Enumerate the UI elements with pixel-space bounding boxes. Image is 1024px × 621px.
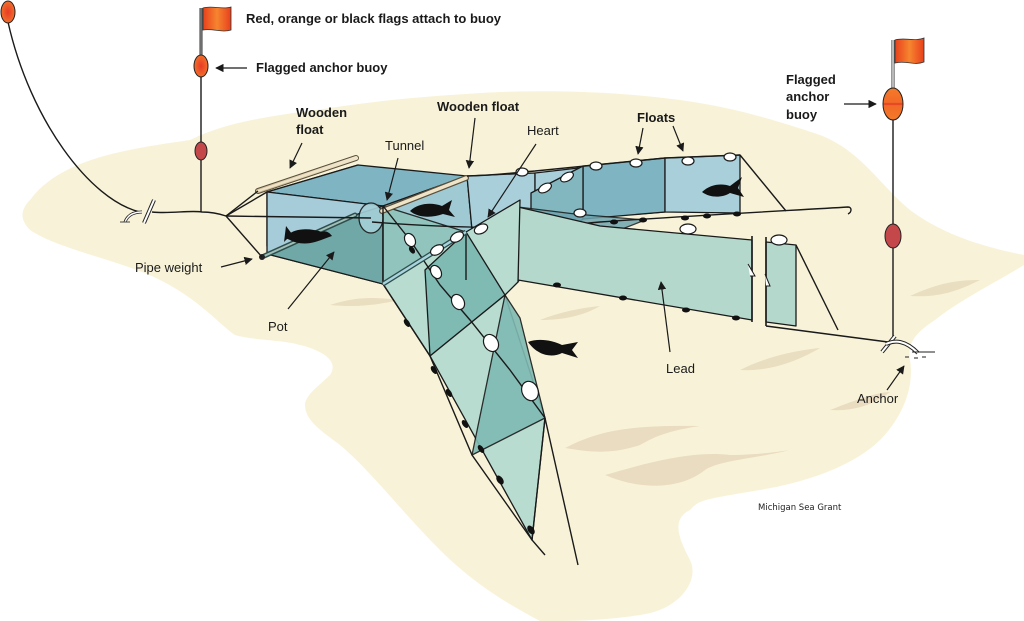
marker-buoy-left — [194, 141, 208, 161]
sand-ripples — [330, 280, 980, 486]
wing-footrope — [382, 283, 546, 556]
credit-text: Michigan Sea Grant — [758, 503, 842, 513]
lead-net-end — [765, 241, 797, 327]
flagged-anchor-buoy-right — [882, 87, 904, 121]
fish-icon — [284, 226, 332, 244]
lead-anchor-line — [765, 325, 889, 343]
label-flagged-anchor-buoy-right-line1: Flagged — [786, 72, 836, 87]
flagged-anchor-buoy-left — [193, 54, 209, 78]
fish-icon — [702, 177, 744, 197]
wooden-float-center — [379, 175, 469, 214]
bridle-line-left — [151, 210, 227, 217]
anchor-left-icon — [120, 199, 156, 224]
label-floats: Floats — [637, 110, 675, 125]
label-lead: Lead — [666, 361, 695, 376]
label-flagged-anchor-buoy-right-line2: anchor — [786, 89, 829, 104]
label-flagged-anchor-buoy-right-line3: buoy — [786, 107, 818, 122]
wooden-float-left — [255, 155, 359, 194]
sinkers — [403, 211, 741, 535]
label-pot: Pot — [268, 319, 288, 334]
buoy-line-far-left — [7, 21, 141, 213]
label-heart: Heart — [527, 123, 559, 138]
leader-arrows — [215, 63, 905, 391]
mid-line — [371, 206, 852, 228]
label-tunnel: Tunnel — [385, 138, 424, 153]
label-wooden-float-left-line1: Wooden — [296, 105, 347, 120]
pot-bridle-lines — [225, 190, 372, 258]
floats — [403, 152, 788, 402]
buoy-far-left — [0, 0, 16, 24]
fish-icon — [528, 339, 578, 358]
headrope — [466, 154, 741, 177]
label-flagged-anchor-buoy-right: Flagged anchor buoy — [786, 72, 839, 122]
flag-left — [202, 6, 232, 32]
marker-buoy-right — [884, 223, 902, 249]
label-anchor: Anchor — [857, 391, 899, 406]
label-wooden-float-left: Wooden float — [296, 105, 351, 137]
label-wooden-float-left-line2: float — [296, 122, 324, 137]
flag-right — [894, 37, 925, 64]
label-flagged-anchor-buoy-left: Flagged anchor buoy — [256, 60, 388, 75]
label-flags-note: Red, orange or black flags attach to buo… — [246, 11, 502, 26]
heart-wing-front — [382, 199, 546, 541]
anchor-right-icon — [880, 334, 935, 359]
fish-icon — [410, 200, 455, 217]
label-wooden-float-center: Wooden float — [437, 99, 520, 114]
label-pipe-weight: Pipe weight — [135, 260, 203, 275]
guy-line-heart-right — [739, 154, 787, 212]
